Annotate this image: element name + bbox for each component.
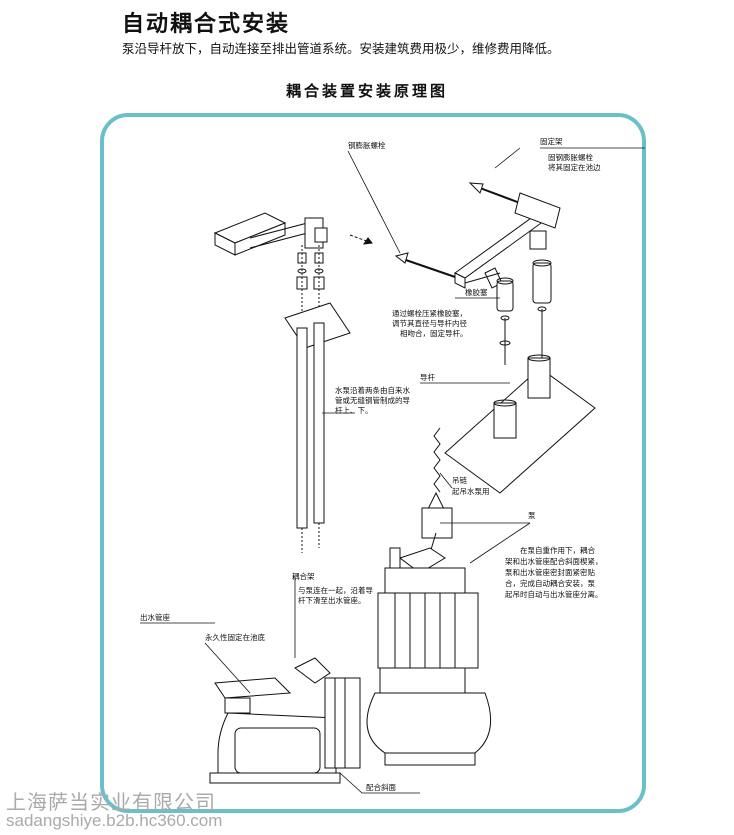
label-rubber-plug-note-1: 通过螺栓压紧橡胶塞，	[392, 308, 467, 318]
leader-lines	[140, 147, 645, 794]
expansion-bolts	[394, 182, 521, 279]
wall-slab	[213, 212, 287, 256]
page-title: 自动耦合式安装	[122, 12, 291, 37]
watermark-url: sadangshiye.b2b.hc360.com	[6, 811, 223, 830]
label-rubber-plug: 橡胶塞	[465, 287, 488, 297]
label-guide-rod-note-2: 管或无缝钢管制成的导	[335, 395, 410, 405]
pump-body	[366, 547, 492, 766]
label-coupling-frame: 耦合架	[292, 571, 315, 581]
label-chain-note: 起吊水泵用	[452, 486, 490, 496]
label-coupling-note-2: 杆下滑至出水管座。	[298, 595, 366, 605]
outlet-pipe-seat	[209, 657, 361, 784]
label-pump-note-2: 架和出水管座配合斜面楔紧，	[505, 556, 603, 566]
label-mating-slope: 配合斜面	[366, 782, 396, 792]
label-fixed-bracket-note-2: 将其固定在池边	[548, 162, 601, 172]
label-pump: 泵	[528, 511, 536, 520]
fixed-bracket	[454, 192, 561, 289]
installation-diagram: 钢膨胀螺栓 固定架 固钢膨胀螺栓 将其固定在池边 橡胶塞 通过螺栓压紧橡胶塞， …	[140, 136, 645, 794]
direction-arrow	[349, 234, 373, 245]
diagram-title: 耦合装置安装原理图	[285, 82, 448, 100]
lifting-chain	[421, 427, 453, 554]
label-guide-rod-note-3: 杆上、下。	[335, 405, 373, 415]
watermark-company: 上海萨当实业有限公司	[6, 792, 216, 814]
right-floor-plane	[444, 367, 596, 494]
page-subtitle: 泵沿导杆放下，自动连接至排出管道系统。安装建筑费用极少，维修费用降低。	[122, 41, 560, 56]
label-pump-note-5: 起吊时自动与出水管座分离。	[505, 589, 603, 599]
label-outlet-note: 永久性固定在池底	[205, 632, 265, 642]
label-fixed-bracket-note-1: 固钢膨胀螺栓	[548, 152, 593, 162]
label-chain: 吊链	[452, 475, 467, 485]
label-coupling-note-1: 与泵连在一起，沿着导	[298, 585, 373, 595]
label-guide-rod: 导杆	[420, 372, 435, 382]
diagram-frame	[100, 113, 646, 813]
left-bracket	[249, 217, 328, 249]
right-rod-parts	[493, 259, 552, 439]
label-fixed-bracket: 固定架	[540, 136, 563, 146]
label-pump-note-1: 在泵自重作用下，耦合	[520, 545, 595, 555]
label-pump-note-3: 泵和出水管座密封面紧密贴	[505, 567, 595, 577]
label-rubber-plug-note-2: 调节其直径与导杆内径	[392, 318, 467, 328]
label-rubber-plug-note-3: 相吻合，固定导杆。	[400, 328, 468, 338]
label-pump-note-4: 合，完成自动耦合安装，泵	[505, 578, 595, 588]
label-outlet-seat: 出水管座	[140, 612, 170, 622]
label-expansion-bolt: 钢膨胀螺栓	[348, 140, 386, 150]
label-guide-rod-note-1: 水泵沿着两条由自来水	[335, 385, 410, 395]
left-guide-rods	[296, 322, 325, 553]
left-rod-top-parts	[296, 245, 325, 313]
